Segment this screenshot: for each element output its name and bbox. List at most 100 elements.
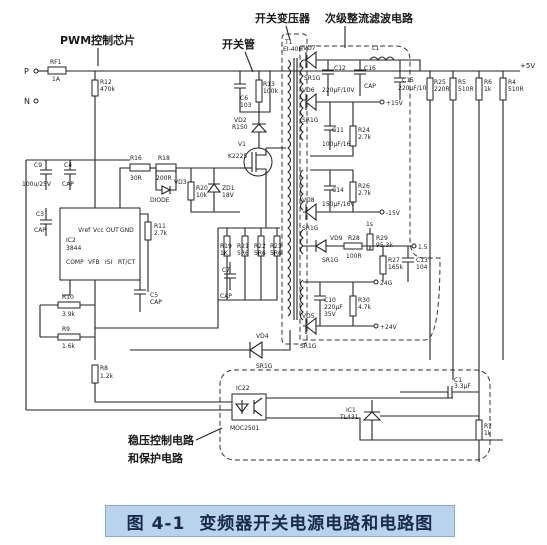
v1-mosfet-symbol — [251, 148, 267, 200]
r5-resistor — [449, 77, 457, 101]
r26-value: 2.7k — [358, 190, 372, 197]
ic2-label: IC2 — [66, 237, 76, 244]
c6-value: 103 — [240, 102, 252, 109]
c4-capacitor — [64, 160, 76, 190]
r25-value: 220R — [434, 86, 450, 93]
c10-voltage: 35V — [324, 311, 337, 318]
plus24v-label: +24V — [380, 324, 398, 331]
r30-value: 4.7k — [358, 304, 372, 311]
c16-label: C16 — [364, 65, 376, 72]
vd5-diode — [303, 316, 374, 336]
ic1-type: TL431 — [339, 414, 359, 421]
plus15v-terminal — [379, 99, 385, 105]
r16-resistor — [129, 163, 151, 172]
r23-label: R23 — [270, 243, 282, 250]
pin-rtct: RT/CT — [118, 259, 136, 266]
heading-secondary-rectifier: 次级整流滤波电路 — [325, 11, 414, 25]
r7-value: 1k — [484, 430, 492, 437]
wire — [310, 169, 354, 212]
vd3-type: DIODE — [150, 197, 170, 204]
vd2-type: R150 — [232, 124, 248, 131]
wire — [362, 245, 412, 250]
v1s-label: 1s — [366, 221, 373, 228]
r24-value: 2.7k — [358, 134, 372, 141]
r26-label: R26 — [358, 183, 370, 190]
pin-vcc: Vcc — [93, 227, 104, 234]
c9-value: 100u/25V — [22, 181, 52, 188]
vd6-type: SR1G — [302, 117, 319, 124]
r7-resistor — [475, 419, 483, 441]
r28-resistor — [343, 242, 363, 250]
r12-value: 470k — [100, 86, 115, 93]
r16-value: 30R — [130, 175, 142, 182]
wire — [95, 300, 219, 329]
c6-capacitor — [234, 71, 246, 110]
r25-resistor — [426, 77, 434, 101]
v1-label: V1 — [238, 141, 246, 148]
pin-isense: ISI — [105, 259, 113, 266]
ic1-shunt-regulator — [362, 400, 382, 440]
r23-value: 5R6 — [270, 250, 282, 257]
pin-out: OUT — [106, 227, 119, 234]
zd1-label: ZD1 — [222, 185, 235, 192]
vd4-label: VD4 — [256, 333, 269, 340]
vd5-type: SR1G — [300, 343, 317, 350]
plus15v-label: +15V — [386, 100, 404, 107]
wire — [62, 280, 71, 296]
vd6-diode — [303, 92, 380, 112]
l1-label: L1 — [372, 45, 379, 52]
pin-comp: COMP — [66, 259, 84, 266]
transformer-dashed-box — [281, 33, 308, 345]
c5-capacitor — [134, 270, 146, 312]
vd9-label: VD9 — [330, 235, 343, 242]
r4-resistor — [499, 77, 507, 101]
c7-label: C7 — [222, 267, 230, 274]
r20-resistor — [187, 181, 195, 201]
r8-resistor — [91, 364, 99, 384]
r18-value: 200R — [156, 175, 172, 182]
wire — [266, 397, 503, 441]
r19-value: 1K — [220, 250, 229, 257]
r24-label: R24 — [358, 127, 370, 134]
vd9-diode — [303, 239, 344, 253]
pin-vref: Vref — [78, 227, 91, 234]
c4-label: C4 — [64, 162, 72, 169]
r16-label: R16 — [130, 155, 142, 162]
r5-value: 510R — [458, 86, 474, 93]
c4-value: CAP — [62, 181, 74, 188]
switch-tube-pointer — [244, 51, 254, 73]
v24g-terminal — [373, 279, 379, 285]
wire — [310, 102, 354, 157]
ic22-type: MOC2501 — [230, 425, 260, 432]
ic22-label: IC22 — [236, 385, 250, 392]
c16-capacitor — [354, 60, 366, 96]
t1-type: EI-40H — [283, 46, 303, 53]
plus5v-label: +5V — [520, 62, 535, 70]
wire — [239, 71, 271, 113]
r7-label: R7 — [484, 423, 492, 430]
c13-label: C13 — [416, 257, 428, 264]
heading-switch-tube: 开关管 — [222, 37, 255, 51]
minus15v-label: -15V — [386, 210, 401, 217]
t1-label: T1 — [284, 39, 293, 46]
c16-value: CAP — [364, 83, 376, 90]
r11-value: 2.7k — [154, 230, 168, 237]
c9-label: C9 — [34, 162, 42, 169]
vd6-label: VD6 — [302, 87, 315, 94]
pin-vfb: VFB — [88, 259, 100, 266]
minus15v-terminal — [379, 209, 385, 215]
plus24v-terminal — [373, 323, 379, 329]
r5-label: R5 — [458, 79, 466, 86]
r30-label: R30 — [358, 297, 370, 304]
r27-label: R27 — [388, 257, 400, 264]
secondary-dashed-box — [299, 45, 441, 341]
c9-capacitor — [40, 160, 52, 190]
t1-primary-winding — [287, 59, 292, 317]
vd5-label: VD5 — [302, 313, 315, 320]
rf1-value: 1A — [52, 76, 61, 83]
vd8-diode — [303, 202, 380, 222]
c13-value: 104 — [416, 264, 428, 271]
vd8-type: SR1G — [302, 225, 319, 232]
c3-label: C3 — [36, 211, 44, 218]
